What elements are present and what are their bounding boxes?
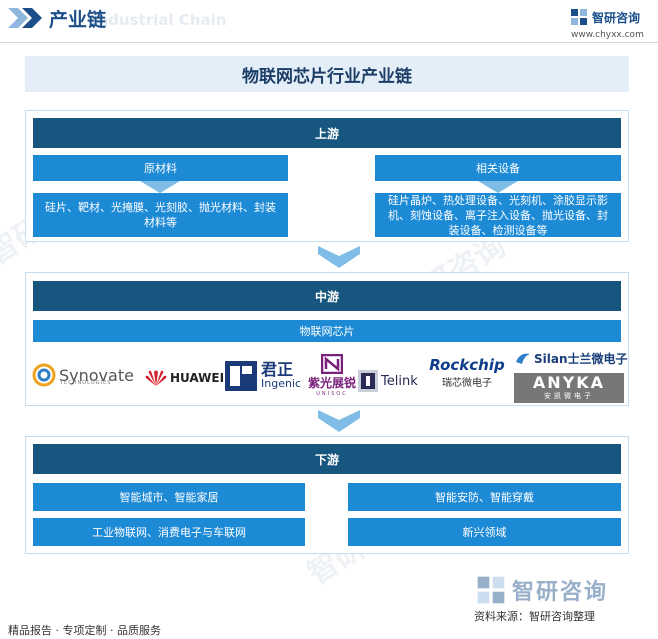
ingenic-cn-name: 君正	[261, 360, 294, 379]
ingenic-logo: 君正 Ingenic	[225, 360, 301, 392]
huawei-name: HUAWEI	[170, 371, 225, 385]
unisoc-logo: 紫光展锐 UNISOC	[308, 354, 356, 398]
anyka-en-name: ANYKA	[532, 373, 606, 392]
page-title: 产业链	[49, 9, 107, 31]
downstream-item: 智能安防、智能穿戴	[348, 483, 621, 511]
footer-brand-logo: 智研咨询	[476, 574, 608, 606]
silan-mark-icon	[516, 353, 530, 364]
brand-name: 智研咨询	[592, 10, 641, 25]
down-arrow-icon	[478, 181, 518, 193]
downstream-item: 智能城市、智能家居	[33, 483, 305, 511]
unisoc-mark-icon	[321, 354, 343, 374]
header-divider	[0, 42, 658, 43]
anyka-cn-name: 安凯微电子	[544, 392, 594, 400]
brand-mark-icon	[571, 9, 587, 25]
source-note: 资料来源：智研咨询整理	[474, 610, 595, 623]
synovate-logo: Synovate TECHNOLOGIES	[32, 360, 142, 390]
downstream-item: 工业物联网、消费电子与车联网	[33, 518, 305, 546]
rockchip-name: Rockchip	[429, 356, 505, 374]
upstream-raw-materials-head: 原材料	[33, 155, 288, 181]
flow-arrow-icon	[318, 246, 360, 268]
rockchip-cn-name: 瑞芯微电子	[442, 378, 492, 389]
huawei-petal-icon	[145, 370, 167, 386]
brand-url: www.chyxx.com	[571, 30, 644, 40]
midstream-subtitle: 物联网芯片	[33, 320, 621, 342]
downstream-title-bar: 下游	[33, 444, 621, 474]
silan-name: Silan士兰微电子	[534, 351, 628, 366]
synovate-mark-icon	[32, 363, 56, 387]
ingenic-mark-icon	[225, 361, 257, 391]
upstream-equipment-body: 硅片晶炉、热处理设备、光刻机、涂胶显示影机、刻蚀设备、离子注入设备、抛光设备、封…	[375, 193, 621, 237]
upstream-raw-materials-body: 硅片、靶材、光掩膜、光刻胶、抛光材料、封装材料等	[33, 193, 288, 237]
footer-brand-name: 智研咨询	[512, 580, 609, 605]
synovate-sub: TECHNOLOGIES	[60, 380, 112, 386]
down-arrow-icon	[140, 181, 180, 193]
footer-tagline: 精品报告 · 专项定制 · 品质服务	[8, 624, 161, 637]
header-ghost-text: Industrial Chain	[92, 11, 227, 29]
unisoc-cn-name: 紫光展锐	[308, 376, 357, 390]
telink-mark-icon	[358, 370, 378, 392]
telink-name: Telink	[381, 373, 418, 389]
rockchip-logo: Rockchip 瑞芯微电子	[424, 356, 510, 389]
brand-logo: 智研咨询	[570, 8, 640, 26]
downstream-item: 新兴领域	[348, 518, 621, 546]
page-header: Industrial Chain 产业链 智研咨询 www.chyxx.com	[0, 0, 658, 40]
ingenic-en-name: Ingenic	[261, 377, 302, 390]
chevron-double-icon	[8, 8, 42, 28]
huawei-logo: HUAWEI	[145, 366, 224, 390]
diagram-title: 物联网芯片行业产业链	[25, 56, 629, 92]
synovate-name: Synovate	[59, 365, 134, 385]
flow-arrow-icon	[318, 410, 360, 432]
upstream-title-bar: 上游	[33, 118, 621, 148]
anyka-logo: ANYKA 安凯微电子	[514, 373, 624, 403]
unisoc-en-name: UNISOC	[316, 391, 348, 397]
silan-logo: Silan士兰微电子	[514, 348, 628, 368]
telink-logo: Telink	[358, 368, 418, 394]
midstream-title-bar: 中游	[33, 281, 621, 311]
upstream-equipment-head: 相关设备	[375, 155, 621, 181]
brand-mark-icon	[477, 576, 505, 604]
